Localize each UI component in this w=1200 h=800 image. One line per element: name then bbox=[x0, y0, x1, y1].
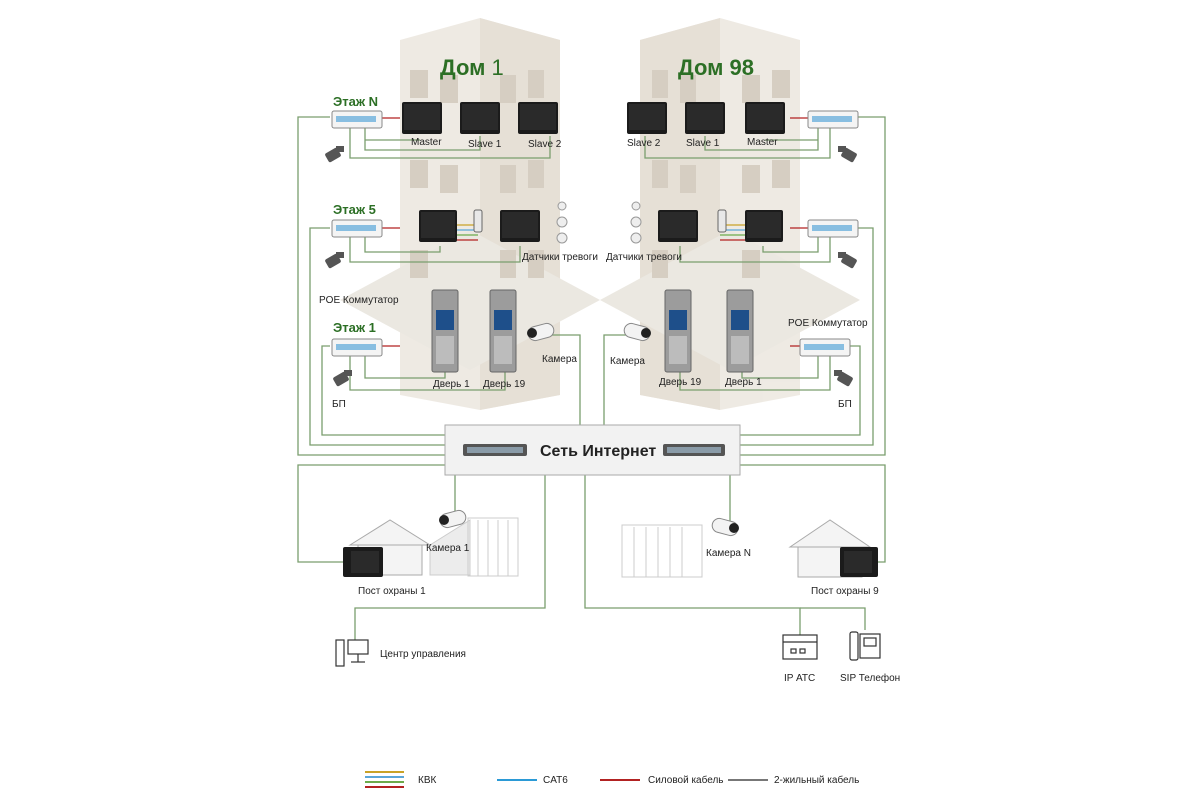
power-supply-label-right: БП bbox=[838, 399, 852, 410]
power-supply-icon bbox=[325, 252, 344, 269]
control-center-icon bbox=[335, 639, 369, 667]
camera-icon bbox=[527, 322, 555, 342]
guard-post-1-label: Пост охраны 1 bbox=[358, 586, 426, 597]
door-19-label-left: Дверь 19 bbox=[483, 379, 526, 390]
monitor-left-floor5-a bbox=[419, 210, 457, 242]
monitor-label-right-1: Slave 1 bbox=[686, 138, 720, 149]
alarm-panel-left bbox=[473, 209, 483, 233]
legend-power-label: Силовой кабель bbox=[648, 774, 724, 786]
monitor-left-master bbox=[402, 102, 442, 134]
poe-switch-left-floor-1 bbox=[331, 338, 383, 357]
gate-left bbox=[467, 517, 519, 577]
monitor-right-floor5-a bbox=[658, 210, 698, 242]
monitor-label-right-2: Master bbox=[747, 137, 778, 148]
monitor-label-left-0: Master bbox=[411, 137, 442, 148]
door-panel-right-19 bbox=[664, 289, 692, 373]
camera-label-right: Камера bbox=[610, 356, 645, 367]
power-supply-icon bbox=[838, 252, 857, 269]
monitor-left-slave-1 bbox=[460, 102, 500, 134]
poe-switch-right-floor-n bbox=[807, 110, 859, 129]
door-panel-left-19 bbox=[489, 289, 517, 373]
gate-right bbox=[621, 524, 703, 578]
door-1-label-left: Дверь 1 bbox=[433, 379, 470, 390]
poe-switch-right-floor-1 bbox=[799, 338, 851, 357]
monitor-label-left-2: Slave 2 bbox=[528, 139, 562, 150]
camera-label-left: Камера bbox=[542, 354, 577, 365]
legend-cat6-label: CAT6 bbox=[543, 775, 568, 786]
power-supply-icon bbox=[333, 370, 352, 387]
network-box bbox=[444, 424, 741, 476]
poe-switch-left-floor-n bbox=[331, 110, 383, 129]
alarm-sensors-label-left: Датчики тревоги bbox=[522, 252, 598, 263]
poe-switch-left-floor-5 bbox=[331, 219, 383, 238]
monitor-right-slave-1 bbox=[685, 102, 725, 134]
guard-post-9-label: Пост охраны 9 bbox=[811, 586, 879, 597]
poe-switch-label-left: POE Коммутатор bbox=[319, 295, 399, 306]
wires-two-wire bbox=[297, 116, 886, 640]
power-supply-icon bbox=[325, 146, 344, 163]
legend-kvk-label: КВК bbox=[418, 775, 436, 786]
power-supply-icon bbox=[838, 146, 857, 163]
floor-n-label: Этаж N bbox=[333, 94, 378, 109]
floor-1-label: Этаж 1 bbox=[333, 320, 376, 335]
sip-phone-label: SIP Телефон bbox=[840, 672, 900, 684]
poe-switch-label-right: POE Коммутатор bbox=[788, 318, 868, 329]
guard-monitor-right bbox=[840, 547, 878, 577]
alarm-sensors-label-right: Датчики тревоги bbox=[606, 252, 682, 263]
door-1-label-right: Дверь 1 bbox=[725, 377, 762, 388]
floor-5-label: Этаж 5 bbox=[333, 202, 376, 217]
network-label: Сеть Интернет bbox=[540, 443, 656, 460]
monitor-left-floor5-b bbox=[500, 210, 540, 242]
power-supply-icon bbox=[834, 370, 853, 387]
legend: КВК CAT6 Силовой кабель 2-жильный кабель bbox=[365, 771, 859, 788]
power-supply-label-left: БП bbox=[332, 399, 346, 410]
alarm-panel-right bbox=[717, 209, 727, 233]
control-center-label: Центр управления bbox=[380, 649, 466, 660]
door-19-label-right: Дверь 19 bbox=[659, 377, 702, 388]
camera-icon bbox=[439, 509, 467, 529]
network-switch-icon bbox=[663, 444, 725, 456]
building-left-title: Дом 1 bbox=[440, 55, 504, 80]
door-panel-left-1 bbox=[431, 289, 459, 373]
legend-kvk-swatch bbox=[365, 771, 404, 788]
camera-icon bbox=[623, 322, 651, 342]
door-panel-right-1 bbox=[726, 289, 754, 373]
monitor-right-floor5-b bbox=[745, 210, 783, 242]
guard-monitor-left bbox=[343, 547, 383, 577]
monitor-right-master bbox=[745, 102, 785, 134]
ip-pbx-label: IP АТС bbox=[784, 673, 815, 684]
monitor-right-slave-2 bbox=[627, 102, 667, 134]
camera-1-label: Камера 1 bbox=[426, 543, 470, 554]
poe-switch-right-floor-5 bbox=[807, 219, 859, 238]
alarm-sensor-icon bbox=[556, 201, 568, 244]
building-right-title: Дом 98 bbox=[678, 55, 754, 80]
monitor-label-left-1: Slave 1 bbox=[468, 139, 502, 150]
camera-icon bbox=[711, 517, 739, 537]
monitor-label-right-0: Slave 2 bbox=[627, 138, 661, 149]
network-switch-icon bbox=[463, 444, 527, 456]
alarm-sensor-icon bbox=[630, 201, 642, 244]
ip-pbx-icon bbox=[782, 634, 818, 660]
sip-phone-icon bbox=[849, 631, 881, 661]
camera-n-label: Камера N bbox=[706, 548, 751, 559]
legend-two-wire-label: 2-жильный кабель bbox=[774, 774, 859, 786]
monitor-left-slave-2 bbox=[518, 102, 558, 134]
